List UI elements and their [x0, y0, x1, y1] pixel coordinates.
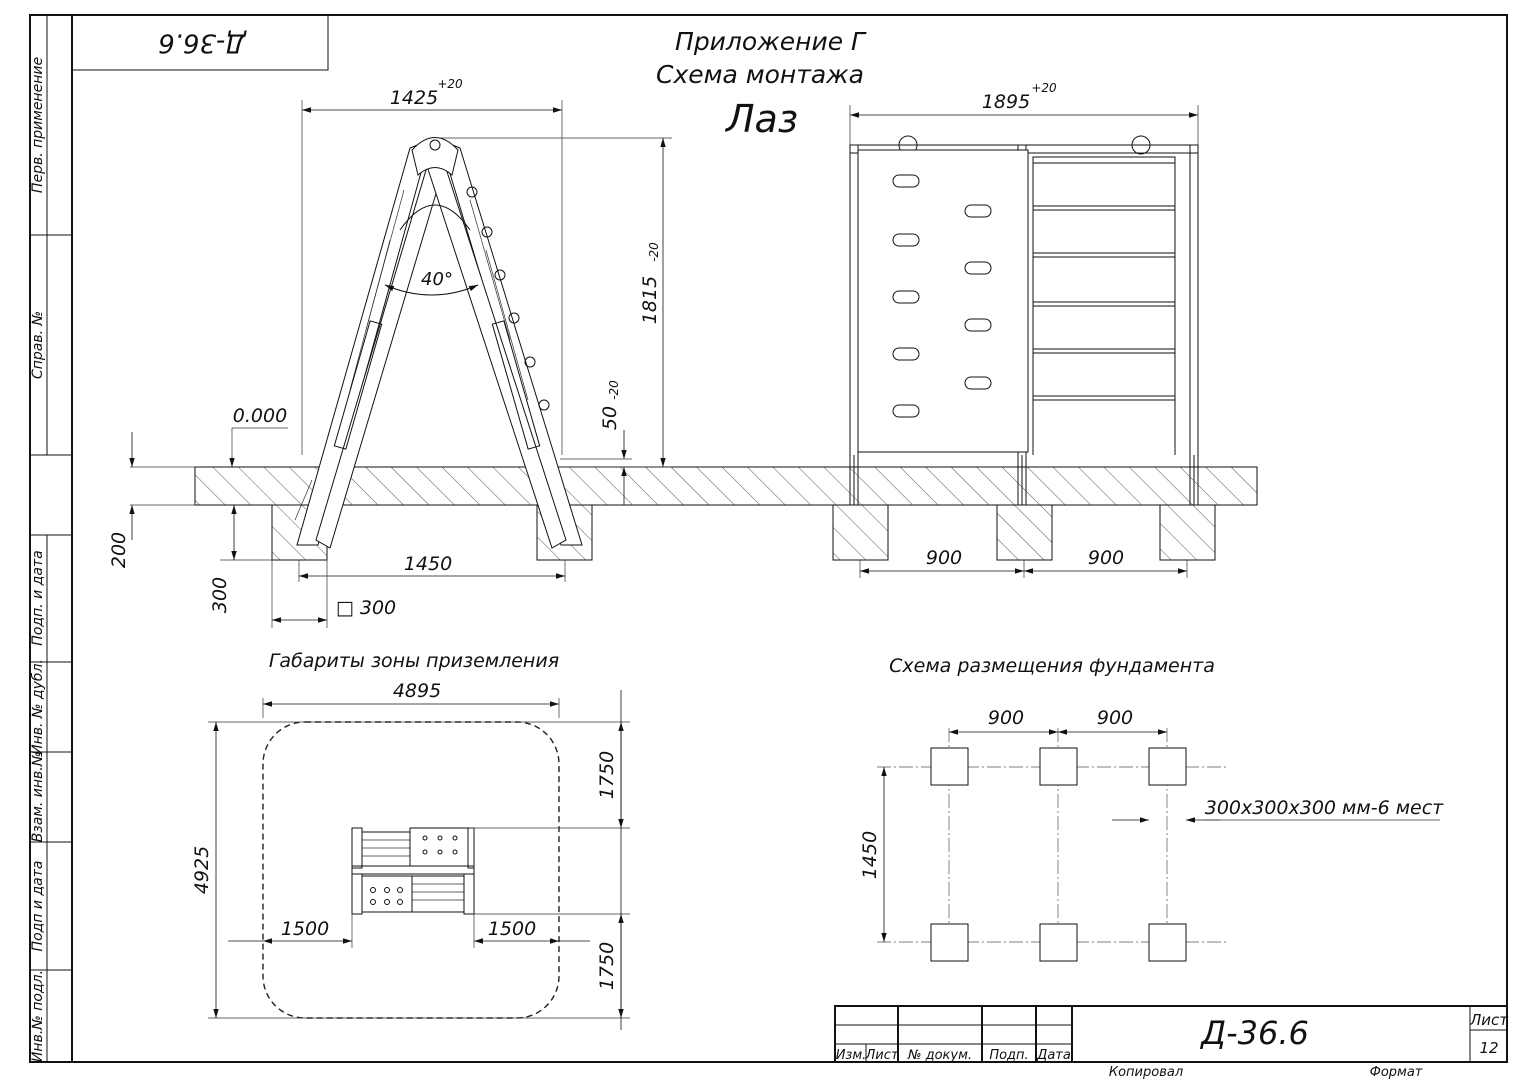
landing-top-offset: 1750 — [596, 751, 618, 799]
pad-6 — [1148, 923, 1187, 962]
front-view: 1895 +20 900 900 — [832, 81, 1216, 578]
title-object: Лаз — [724, 97, 798, 141]
landing-zone-outline — [262, 721, 560, 1019]
side-height-tol: -20 — [647, 242, 661, 262]
front-width-tol: +20 — [1031, 81, 1057, 95]
foundation-title: Схема размещения фундамента — [889, 655, 1215, 677]
front-foundation-left — [832, 504, 889, 561]
front-span-right: 900 — [1088, 547, 1124, 569]
side-span: 1450 — [404, 553, 452, 575]
sheet-number: 12 — [1479, 1039, 1498, 1057]
col-date: Дата — [1036, 1048, 1071, 1063]
front-foundation-right — [1159, 504, 1216, 561]
side-height-dim: 1815 — [639, 276, 661, 324]
copied-label: Копировал — [1109, 1065, 1183, 1080]
climbing-panel — [857, 149, 1029, 453]
sheet-titles: Приложение Г Схема монтажа Лаз — [656, 27, 867, 141]
side-strip-labels: Перв. применение Справ. № Подп. и дата И… — [30, 57, 46, 1062]
col-change: Изм. — [836, 1048, 867, 1063]
format-label: Формат — [1370, 1065, 1423, 1080]
landing-bottom-offset: 1750 — [596, 942, 618, 990]
col-doc-no: № докум. — [907, 1048, 972, 1063]
title-scheme: Схема монтажа — [656, 60, 864, 89]
panel-holes — [892, 174, 992, 418]
pit-depth: 200 — [108, 532, 130, 568]
landing-zone: Габариты зоны приземления — [191, 650, 630, 1030]
sheet-frame — [29, 14, 1508, 1063]
pad-4 — [930, 923, 969, 962]
side-sign-date-2: Подп и дата — [30, 861, 46, 952]
pad-1 — [930, 747, 969, 786]
front-width-dim: 1895 — [982, 91, 1030, 113]
designation: Д-36.6 — [1199, 1014, 1309, 1052]
front-span-left: 900 — [926, 547, 962, 569]
front-foundation-middle — [996, 504, 1053, 561]
landing-zone-title: Габариты зоны приземления — [269, 650, 559, 672]
angle-arc — [384, 284, 479, 296]
col-sheet: Лист — [865, 1048, 899, 1063]
ground-strip — [130, 466, 1258, 506]
sheet-label: Лист — [1469, 1011, 1509, 1029]
stamp-box: Д-36.6 — [72, 15, 329, 71]
ladder-rungs — [1032, 156, 1176, 455]
square-size: □ 300 — [336, 597, 396, 619]
title-appendix: Приложение Г — [675, 27, 867, 56]
foundation-scheme: Схема размещения фундамента 900 900 1450… — [859, 655, 1444, 962]
col-sign: Подп. — [989, 1048, 1028, 1063]
stamp-code: Д-36.6 — [158, 28, 247, 58]
landing-width: 4895 — [393, 680, 441, 702]
foundation-spec: 300х300х300 мм-6 мест — [1205, 797, 1444, 819]
angle-label: 40° — [421, 269, 453, 290]
pad-2 — [1039, 747, 1078, 786]
side-view: 40° 1425 +20 1815 -20 50 -20 0.000 200 3… — [108, 77, 672, 628]
side-ref-no: Справ. № — [30, 311, 46, 379]
side-depth-tol: -20 — [607, 380, 621, 400]
level-mark: 0.000 — [233, 405, 287, 427]
handholds — [466, 186, 550, 411]
side-swap-inv: Взам. инв.№ — [30, 752, 46, 843]
pad-3 — [1148, 747, 1187, 786]
pad-5 — [1039, 923, 1078, 962]
foundation-span-left: 900 — [988, 707, 1024, 729]
landing-height: 4925 — [191, 846, 213, 894]
side-width-tol: +20 — [437, 77, 463, 91]
title-block: Изм. Лист № докум. Подп. Дата Д-36.6 Лис… — [834, 1005, 1509, 1080]
side-orig-inv: Инв.№ подл. — [30, 970, 46, 1062]
foundation-span-right: 900 — [1097, 707, 1133, 729]
landing-right-offset: 1500 — [488, 918, 536, 940]
side-depth-dim: 50 — [599, 406, 621, 430]
side-width-dim: 1425 — [390, 87, 438, 109]
foundation-span-vertical: 1450 — [859, 831, 881, 879]
side-sign-date-1: Подп. и дата — [30, 550, 46, 645]
landing-left-offset: 1500 — [281, 918, 329, 940]
foundation-height: 300 — [209, 577, 231, 613]
side-dup-inv: Инв. № дубл. — [30, 659, 46, 755]
side-first-use: Перв. применение — [30, 57, 46, 193]
equipment-plan — [351, 827, 475, 915]
